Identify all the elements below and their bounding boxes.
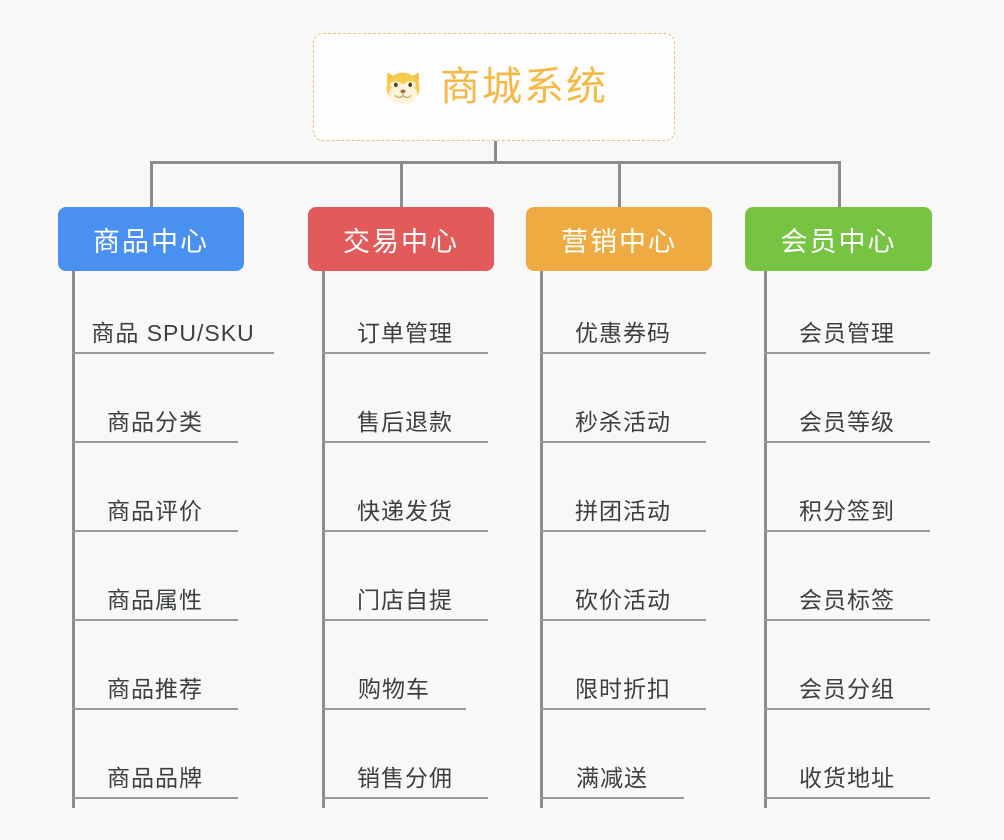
leaf-item[interactable]: 会员标签 (764, 581, 930, 621)
column-trade-center: 交易中心 订单管理 售后退款 快递发货 门店自提 购物车 销售分佣 (308, 207, 494, 808)
leaf-item[interactable]: 限时折扣 (540, 670, 706, 710)
category-header-member-center[interactable]: 会员中心 (745, 207, 932, 271)
shiba-dog-face-icon (380, 64, 426, 110)
leaf-item[interactable]: 满减送 (540, 759, 684, 799)
leaf-item[interactable]: 优惠券码 (540, 314, 706, 354)
category-label: 交易中心 (343, 226, 459, 257)
connector-root-stem (494, 141, 497, 163)
category-label: 会员中心 (780, 226, 897, 257)
leaf-item[interactable]: 商品推荐 (72, 670, 238, 710)
category-header-product-center[interactable]: 商品中心 (58, 207, 244, 271)
leaf-item[interactable]: 会员分组 (764, 670, 930, 710)
connector-drop-product-center (150, 161, 153, 207)
connector-drop-member-center (838, 161, 841, 207)
leaf-item[interactable]: 商品品牌 (72, 759, 238, 799)
leaf-item[interactable]: 商品分类 (72, 403, 238, 443)
category-header-trade-center[interactable]: 交易中心 (308, 207, 494, 271)
connector-drop-marketing-center (618, 161, 621, 207)
leaf-item[interactable]: 会员等级 (764, 403, 930, 443)
leaf-item[interactable]: 秒杀活动 (540, 403, 706, 443)
root-title: 商城系统 (440, 65, 608, 109)
category-header-marketing-center[interactable]: 营销中心 (526, 207, 712, 271)
leaf-item[interactable]: 订单管理 (322, 314, 488, 354)
leaf-item[interactable]: 快递发货 (322, 492, 488, 532)
leaf-item[interactable]: 售后退款 (322, 403, 488, 443)
leaf-item[interactable]: 门店自提 (322, 581, 488, 621)
category-label: 营销中心 (561, 226, 677, 257)
leaf-item[interactable]: 购物车 (322, 670, 466, 710)
column-product-center: 商品中心 商品 SPU/SKU 商品分类 商品评价 商品属性 商品推荐 商品品牌 (58, 207, 274, 808)
leaf-item[interactable]: 商品 SPU/SKU (72, 314, 274, 354)
leaf-item[interactable]: 拼团活动 (540, 492, 706, 532)
column-member-center: 会员中心 会员管理 会员等级 积分签到 会员标签 会员分组 收货地址 (745, 207, 932, 808)
leaf-item[interactable]: 商品属性 (72, 581, 238, 621)
connector-drop-trade-center (400, 161, 403, 207)
leaf-item[interactable]: 砍价活动 (540, 581, 706, 621)
connector-horizontal-bus (150, 161, 841, 164)
column-spine (764, 271, 767, 808)
leaf-item[interactable]: 积分签到 (764, 492, 930, 532)
leaf-item[interactable]: 收货地址 (764, 759, 930, 799)
leaf-item[interactable]: 会员管理 (764, 314, 930, 354)
root-node[interactable]: 商城系统 (313, 33, 675, 141)
column-spine (322, 271, 325, 808)
category-label: 商品中心 (93, 226, 209, 257)
leaf-item[interactable]: 销售分佣 (322, 759, 488, 799)
leaf-item[interactable]: 商品评价 (72, 492, 238, 532)
column-marketing-center: 营销中心 优惠券码 秒杀活动 拼团活动 砍价活动 限时折扣 满减送 (526, 207, 712, 808)
column-spine (72, 271, 75, 808)
column-spine (540, 271, 543, 808)
